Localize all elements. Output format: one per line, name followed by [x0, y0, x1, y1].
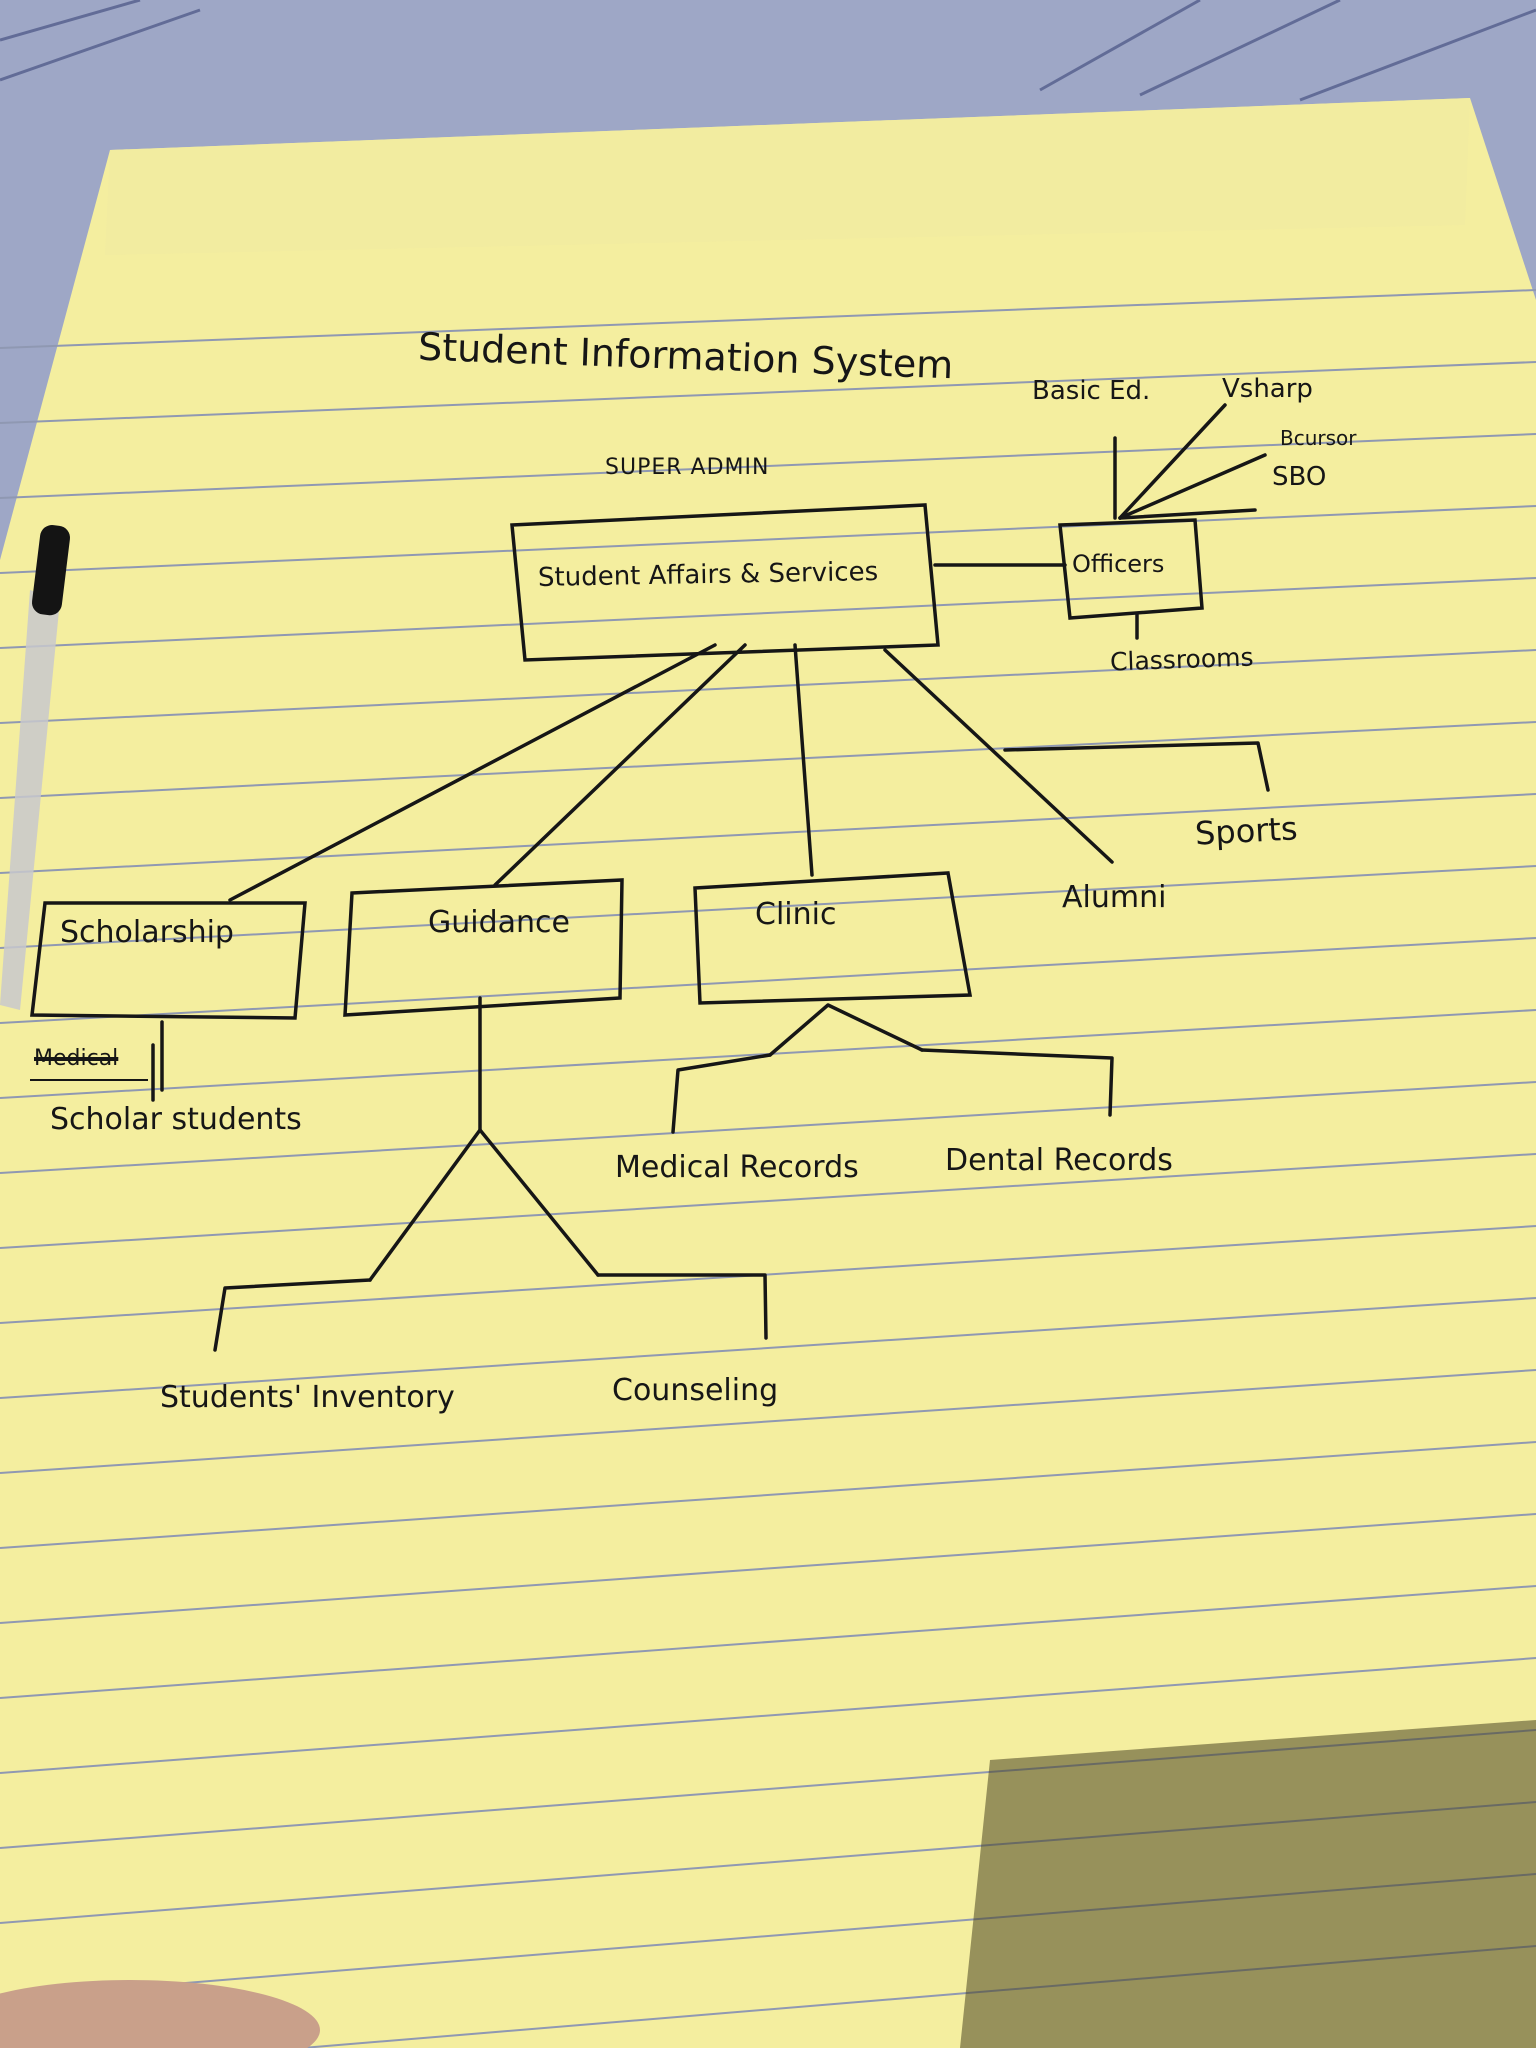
- ruled-line: [0, 433, 1536, 499]
- ruled-line: [0, 1441, 1536, 1549]
- leaf-students-inventory: Students' Inventory: [160, 1380, 455, 1415]
- branch-vsharp: Vsharp: [1222, 374, 1313, 404]
- leaf-scholar-students: Scholar students: [50, 1102, 302, 1137]
- branch-sbo: SBO: [1272, 462, 1327, 492]
- scholarship-box: [30, 901, 307, 1020]
- leaf-dental-records: Dental Records: [945, 1143, 1173, 1178]
- finger: [0, 1980, 320, 2048]
- branch-basic-ed: Basic Ed.: [1032, 376, 1151, 406]
- crossed-out-medical: Medical: [34, 1046, 119, 1071]
- guidance-box: [343, 878, 624, 1017]
- ruled-line: [0, 937, 1536, 1024]
- ruled-line: [0, 1657, 1536, 1774]
- ruled-line: [0, 361, 1536, 424]
- pen-icon: [0, 525, 70, 1010]
- notepad-sheet: [0, 98, 1536, 2048]
- connectors: [151, 403, 1270, 1352]
- boxes: [30, 503, 1204, 1020]
- cloth-background: [0, 0, 1536, 102]
- ruled-line: [0, 793, 1536, 874]
- node-classrooms: Classrooms: [1109, 642, 1254, 677]
- leaf-medical-records: Medical Records: [615, 1150, 859, 1185]
- subtitle-super-admin: SUPER ADMIN: [605, 455, 770, 480]
- ruled-line: [0, 649, 1536, 724]
- node-scholarship: Scholarship: [60, 915, 234, 950]
- leaf-counseling: Counseling: [612, 1373, 779, 1408]
- ruled-line: [0, 1369, 1536, 1474]
- hand-shadow: [960, 1720, 1536, 2048]
- ruled-line: [0, 721, 1536, 799]
- ruled-line: [0, 505, 1536, 574]
- node-sports: Sports: [1194, 809, 1299, 853]
- notepad-top-fold: [105, 98, 1470, 255]
- clinic-box: [693, 871, 973, 1005]
- root-box: [510, 503, 940, 662]
- ruled-line: [0, 1225, 1536, 1324]
- officers-box: [1058, 518, 1204, 620]
- ruled-line: [0, 865, 1536, 949]
- ruled-line: [0, 577, 1536, 649]
- ruled-line: [0, 1585, 1536, 1699]
- ruled-line: [0, 1153, 1536, 1249]
- node-student-affairs: Student Affairs & Services: [537, 557, 879, 593]
- ruled-line: [0, 1081, 1536, 1174]
- ruled-line: [0, 1297, 1536, 1399]
- node-clinic: Clinic: [755, 897, 837, 932]
- branch-bcursor: Bcursor: [1280, 426, 1357, 450]
- ruled-line: [0, 289, 1536, 349]
- node-officers: Officers: [1072, 550, 1165, 578]
- node-alumni: Alumni: [1062, 880, 1167, 915]
- node-guidance: Guidance: [428, 905, 570, 940]
- ruled-lines: [0, 289, 1536, 2048]
- ruled-line: [0, 1513, 1536, 1624]
